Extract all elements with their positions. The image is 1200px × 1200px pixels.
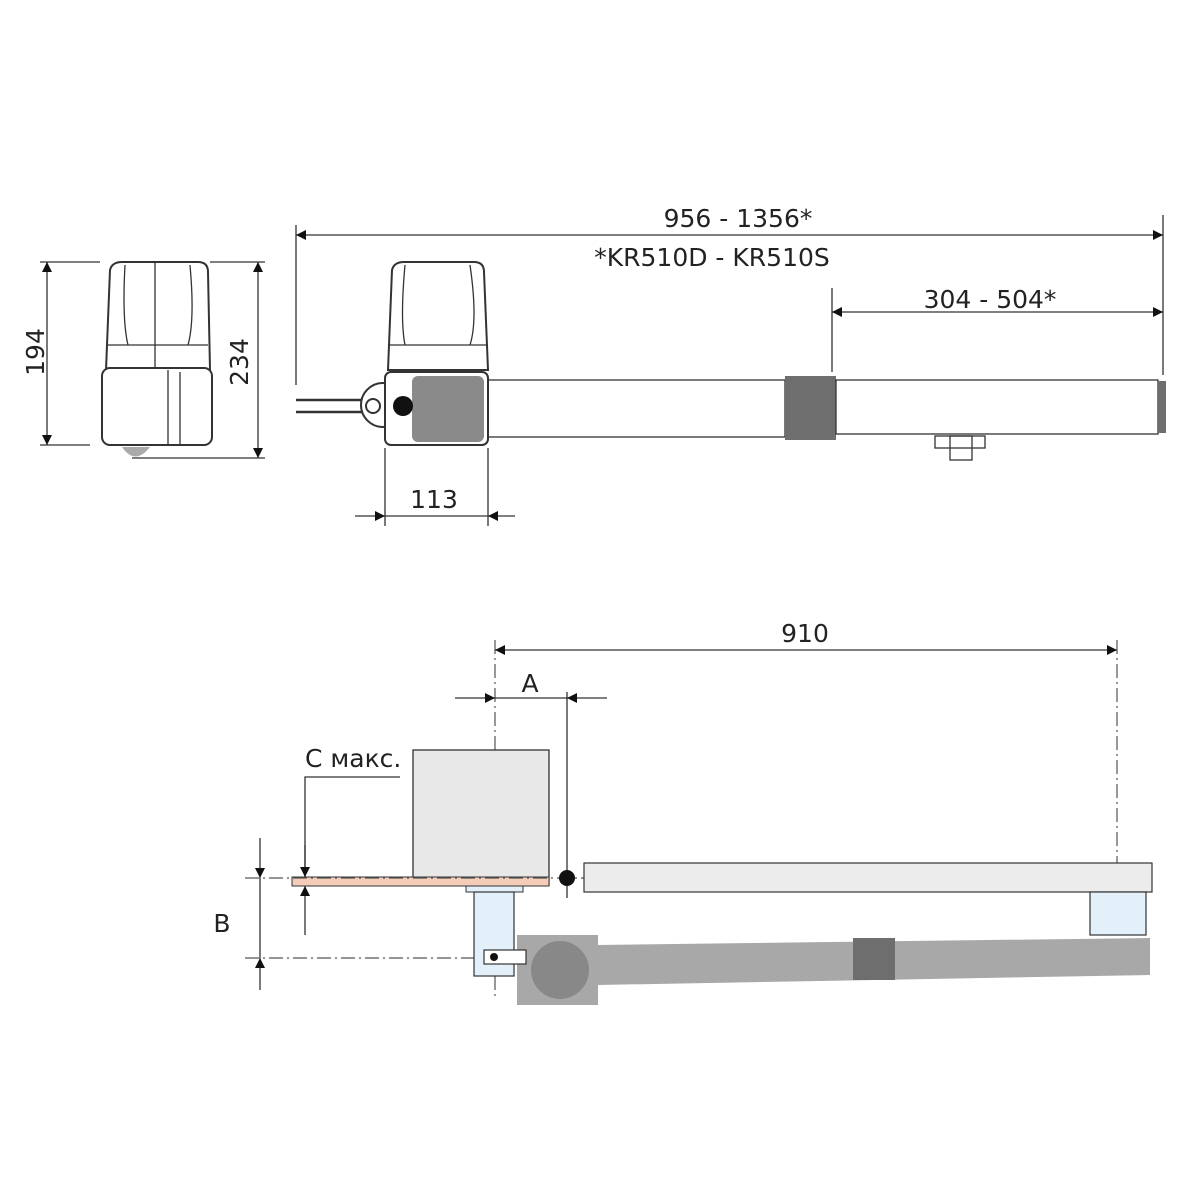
sleeve bbox=[785, 376, 836, 440]
top-view: 956 - 1356* *KR510D - KR510S 304 - 504* … bbox=[295, 204, 1166, 526]
stroke-length-label: 304 - 504* bbox=[924, 285, 1057, 314]
gate-bracket bbox=[1089, 891, 1147, 936]
pillar bbox=[412, 749, 550, 886]
motor-cover bbox=[386, 261, 490, 371]
motor-circle bbox=[531, 941, 589, 999]
installation-diagram: 910 A С макс. B bbox=[213, 619, 1153, 1005]
dimension-234-label: 234 bbox=[225, 338, 254, 386]
motor-cover bbox=[104, 261, 212, 371]
overall-length-label: 956 - 1356* bbox=[664, 204, 813, 233]
hinge-point bbox=[559, 870, 575, 886]
motor-body bbox=[101, 367, 213, 446]
motor-width-label: 113 bbox=[410, 485, 458, 514]
wheel bbox=[122, 447, 150, 457]
side-view: 194 234 bbox=[21, 261, 265, 459]
bracket bbox=[934, 435, 986, 449]
dimension-194-label: 194 bbox=[21, 328, 50, 376]
label-b: B bbox=[213, 909, 230, 938]
motor-panel bbox=[412, 376, 484, 442]
distance-label: 910 bbox=[781, 619, 829, 648]
piston-rod bbox=[835, 379, 1159, 435]
label-a: A bbox=[521, 669, 538, 698]
gate-leaf bbox=[583, 862, 1153, 893]
arm-sleeve bbox=[853, 938, 895, 980]
fork bbox=[296, 398, 370, 414]
plate bbox=[291, 876, 550, 887]
models-note: *KR510D - KR510S bbox=[594, 243, 830, 272]
label-c-max: С макс. bbox=[305, 744, 401, 773]
